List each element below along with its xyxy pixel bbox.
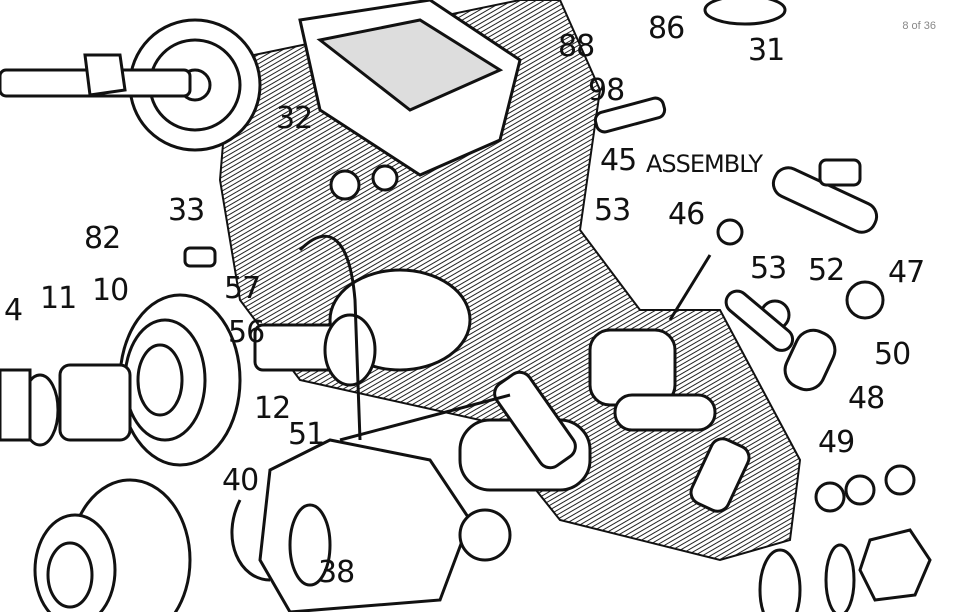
part-label-33: 33: [168, 193, 205, 228]
part-label-52: 52: [808, 253, 845, 288]
part-label-50: 50: [874, 337, 911, 372]
page-indicator: 8 of 36: [902, 20, 936, 32]
tensioner-assembly: [493, 254, 717, 470]
part-label-11: 11: [40, 281, 77, 316]
part-label-47: 47: [888, 255, 925, 290]
middle-sprocket: [118, 293, 242, 467]
part-label-86: 86: [648, 11, 685, 46]
upper-sprocket: [128, 18, 262, 152]
part-label-48: 48: [848, 381, 885, 416]
part-label-82: 82: [84, 221, 121, 256]
part-label-46: 46: [668, 197, 705, 232]
part-label-32: 32: [276, 101, 313, 136]
part-label-57: 57: [224, 271, 261, 306]
bolt-top-left: [0, 53, 192, 98]
shaft-spacers: [0, 363, 132, 447]
oil-pump-housing: [253, 268, 472, 387]
assembly-label: ASSEMBLY: [646, 150, 763, 178]
part-label-98: 98: [588, 73, 625, 108]
lower-bracket: [258, 418, 592, 612]
part-label-38: 38: [318, 555, 355, 590]
part-label-12: 12: [254, 391, 291, 426]
part-label-56: 56: [228, 315, 265, 350]
part-label-40: 40: [222, 463, 259, 498]
part-label-53: 53: [594, 193, 631, 228]
part-label-49: 49: [818, 425, 855, 460]
part-label-53b: 53: [750, 251, 787, 286]
part-label-88: 88: [558, 29, 595, 64]
part-label-4: 4: [4, 293, 23, 328]
part-label-10: 10: [92, 273, 129, 308]
tensioner-block: [298, 0, 522, 177]
part-label-51: 51: [288, 417, 325, 452]
lower-sprocket: [33, 478, 192, 612]
right-small-parts: [183, 0, 932, 612]
part-label-45: 45: [600, 143, 637, 178]
part-label-31: 31: [748, 33, 785, 68]
